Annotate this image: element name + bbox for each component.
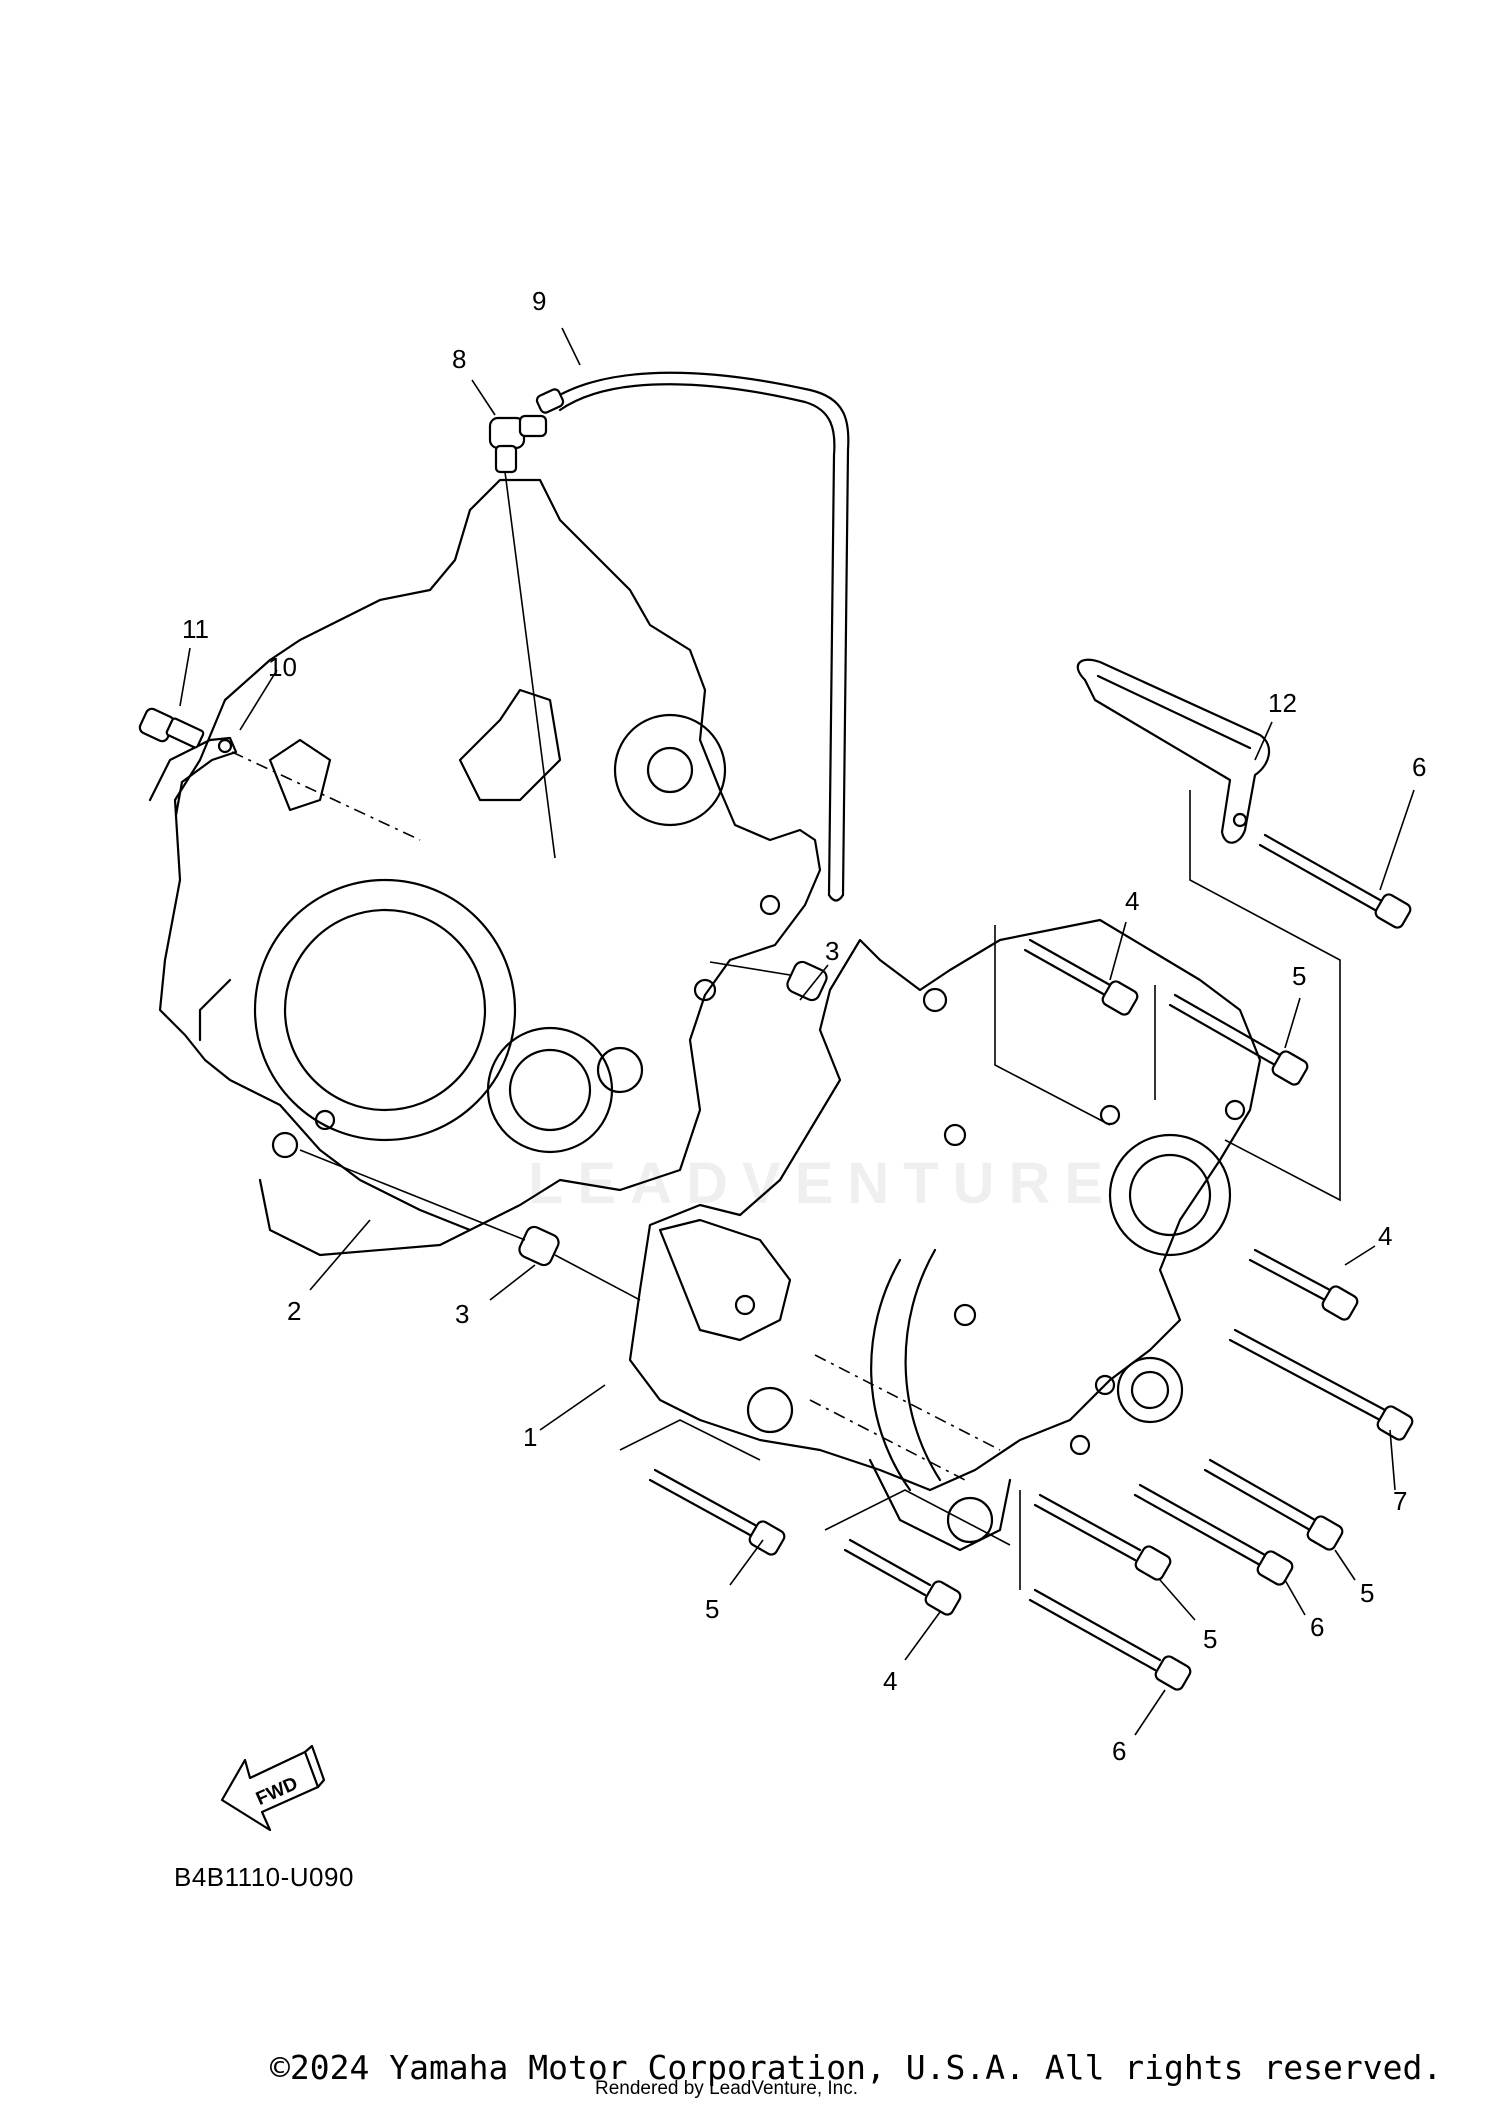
copyright-notice: ©2024 Yamaha Motor Corporation, U.S.A. A… [270, 2048, 1443, 2087]
bolt-4-lower [843, 1538, 962, 1616]
right-crankcase [628, 918, 1262, 1552]
callout-1: 1 [523, 1422, 537, 1452]
bolt-5-lower [648, 1468, 786, 1556]
callout-5-lower: 5 [705, 1594, 719, 1624]
callout-8: 8 [452, 344, 466, 374]
bolt-6-right [1133, 1483, 1294, 1586]
callout-4-lower: 4 [883, 1666, 897, 1696]
hose-clamp [148, 736, 238, 817]
bolt-7 [1228, 1328, 1414, 1441]
leader-lines [179, 327, 1415, 1736]
bolts [648, 833, 1414, 1691]
dowel-pin [518, 960, 828, 1267]
callout-2: 2 [287, 1296, 301, 1326]
callout-5-mid: 5 [1203, 1624, 1217, 1654]
callout-6-right: 6 [1310, 1612, 1324, 1642]
callout-10: 10 [268, 652, 297, 682]
bolt-5-right [1203, 1458, 1344, 1551]
breather-hose [535, 371, 850, 902]
callout-4-right: 4 [1378, 1221, 1392, 1251]
callout-3-upper: 3 [825, 936, 839, 966]
assembly-lines [619, 790, 1341, 1590]
callout-5-right: 5 [1360, 1578, 1374, 1608]
bolt-5-upper [1168, 993, 1309, 1086]
flange-bolt [138, 707, 205, 749]
callout-12: 12 [1268, 688, 1297, 718]
fwd-arrow-icon: FWD [220, 1744, 326, 1832]
callout-6-upper: 6 [1412, 752, 1426, 782]
hose-fitting [488, 414, 548, 474]
bolt-6-upper [1258, 833, 1412, 929]
bolt-4-right [1248, 1248, 1359, 1321]
callout-6-lower: 6 [1112, 1736, 1126, 1766]
reference-code: B4B1110-U090 [174, 1862, 354, 1892]
callout-numbers: 9 8 11 10 12 6 4 5 3 2 3 1 4 7 5 6 5 5 4… [182, 286, 1426, 1766]
callout-3-lower: 3 [455, 1299, 469, 1329]
callout-4-upper: 4 [1125, 886, 1139, 916]
callout-5-upper: 5 [1292, 961, 1306, 991]
watermark: LEADVENTURE [528, 1151, 1118, 1216]
rendered-by: Rendered by LeadVenture, Inc. [595, 2078, 859, 2099]
callout-11: 11 [182, 614, 209, 644]
bolt-5-mid [1033, 1493, 1172, 1581]
callout-7: 7 [1393, 1486, 1407, 1516]
bolt-4-upper [1023, 938, 1139, 1016]
callout-9: 9 [532, 286, 546, 316]
left-crankcase [158, 478, 822, 1257]
bracket [1076, 658, 1271, 844]
bolt-6-lower [1028, 1588, 1192, 1691]
